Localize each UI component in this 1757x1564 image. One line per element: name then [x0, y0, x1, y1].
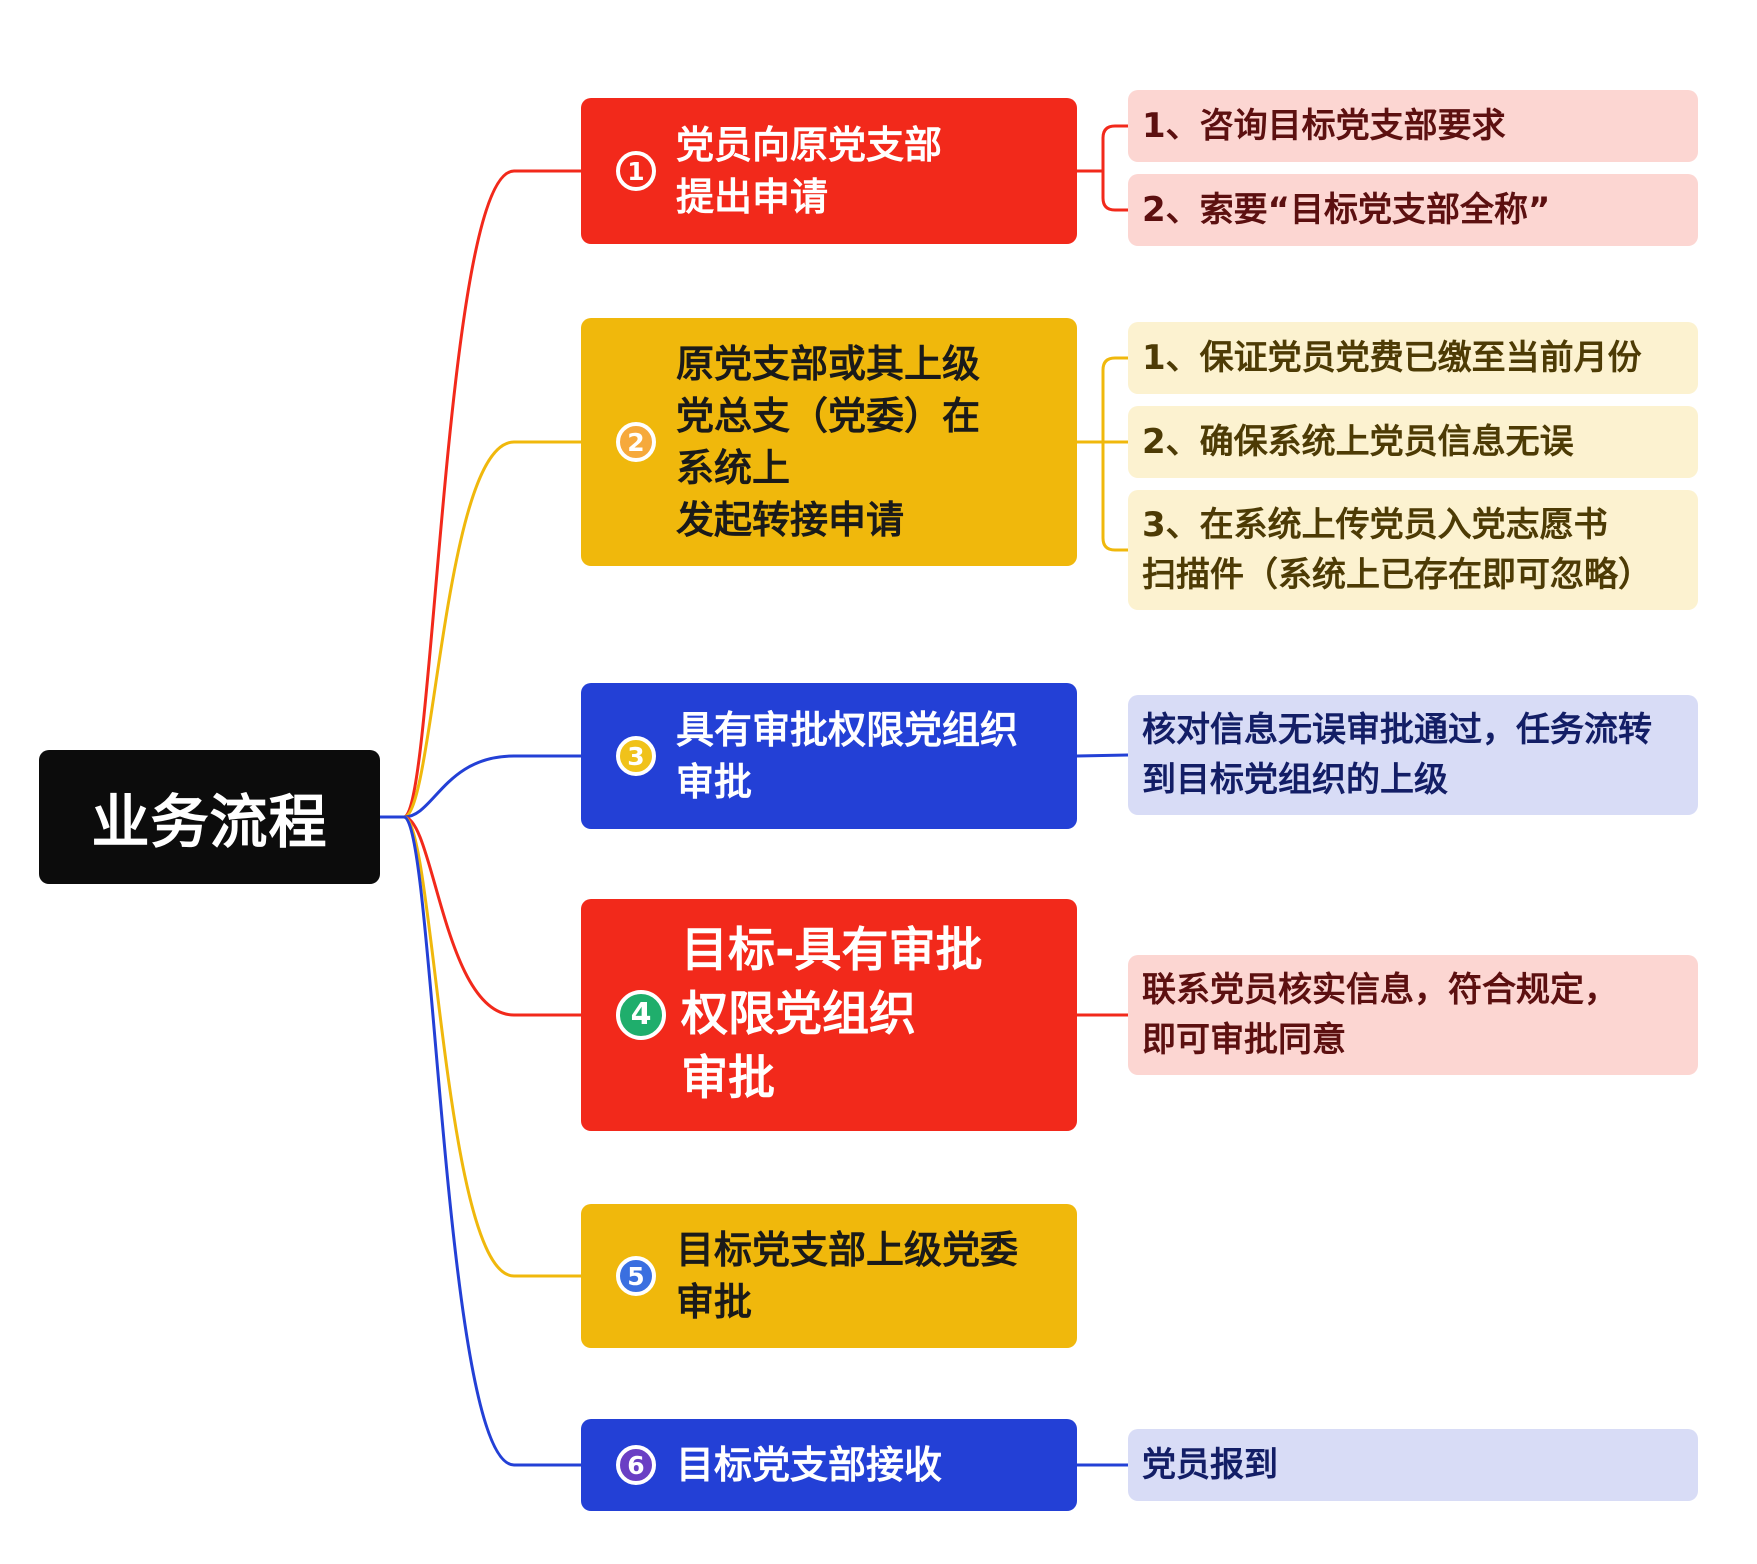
connector-line	[402, 815, 581, 1467]
step-badge-icon: 2	[616, 422, 656, 462]
step-label: 目标党支部接收	[676, 1443, 943, 1487]
connector-line	[1101, 442, 1128, 552]
note-item: 1、咨询目标党支部要求	[1128, 90, 1698, 162]
note-label: 1、保证党员党费已缴至当前月份	[1142, 338, 1642, 378]
step-label: 原党支部或其上级 党总支（党委）在 系统上 发起转接申请	[676, 342, 981, 542]
root-label: 业务流程	[91, 788, 328, 856]
connector-line	[1076, 753, 1129, 758]
note-item: 联系党员核实信息，符合规定， 即可审批同意	[1128, 955, 1698, 1075]
step-node-5[interactable]: 5 目标党支部上级党委 审批	[581, 1204, 1077, 1348]
step-node-1[interactable]: 1 党员向原党支部 提出申请	[581, 98, 1077, 244]
step-label: 目标党支部上级党委 审批	[676, 1228, 1019, 1324]
step-label: 党员向原党支部 提出申请	[676, 123, 943, 219]
step-node-2[interactable]: 2 原党支部或其上级 党总支（党委）在 系统上 发起转接申请	[581, 318, 1077, 566]
note-label: 党员报到	[1142, 1445, 1278, 1485]
connector-line	[403, 754, 581, 819]
note-item: 2、索要“目标党支部全称”	[1128, 174, 1698, 246]
note-label: 3、在系统上传党员入党志愿书 扫描件（系统上已存在即可忽略）	[1142, 505, 1652, 595]
connector-line	[402, 169, 581, 819]
note-label: 联系党员核实信息，符合规定， 即可审批同意	[1142, 970, 1618, 1060]
connector-line	[1101, 356, 1128, 442]
note-label: 核对信息无误审批通过，任务流转 到目标党组织的上级	[1142, 710, 1652, 800]
step-node-3[interactable]: 3 具有审批权限党组织 审批	[581, 683, 1077, 829]
connector-line	[403, 815, 581, 1017]
note-item: 3、在系统上传党员入党志愿书 扫描件（系统上已存在即可忽略）	[1128, 490, 1698, 610]
note-label: 1、咨询目标党支部要求	[1142, 106, 1506, 146]
step-badge-icon: 5	[616, 1256, 656, 1296]
note-label: 2、确保系统上党员信息无误	[1142, 422, 1574, 462]
note-item: 党员报到	[1128, 1429, 1698, 1501]
step-label: 具有审批权限党组织 审批	[676, 708, 1019, 804]
step-badge-icon: 3	[616, 736, 656, 776]
note-label: 2、索要“目标党支部全称”	[1142, 190, 1551, 230]
connector-line	[403, 440, 581, 819]
step-badge-icon: 4	[616, 990, 666, 1040]
step-node-6[interactable]: 6 目标党支部接收	[581, 1419, 1077, 1511]
note-item: 核对信息无误审批通过，任务流转 到目标党组织的上级	[1128, 695, 1698, 815]
step-node-4[interactable]: 4 目标-具有审批 权限党组织 审批	[581, 899, 1077, 1131]
root-node[interactable]: 业务流程	[39, 750, 380, 884]
connector-line	[1101, 124, 1128, 171]
step-label: 目标-具有审批 权限党组织 审批	[681, 923, 983, 1106]
connector-line	[403, 815, 581, 1278]
note-item: 1、保证党员党费已缴至当前月份	[1128, 322, 1698, 394]
connector-line	[1101, 171, 1128, 212]
step-badge-icon: 6	[616, 1445, 656, 1485]
step-badge-icon: 1	[616, 151, 656, 191]
note-item: 2、确保系统上党员信息无误	[1128, 406, 1698, 478]
